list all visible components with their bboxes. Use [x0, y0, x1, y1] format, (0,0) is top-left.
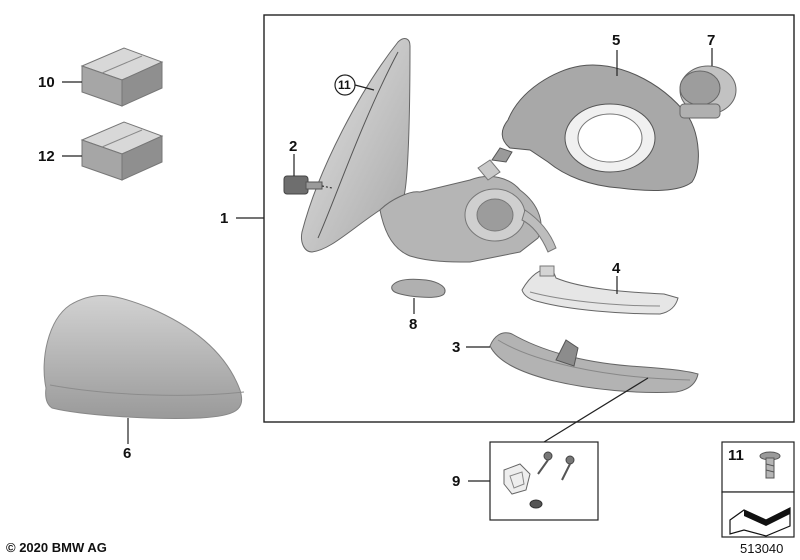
small-cover-part-8 [391, 278, 446, 298]
callout-label-5: 5 [612, 32, 621, 49]
mirror-cap-part-6 [43, 295, 245, 419]
callout-label-3: 3 [452, 339, 461, 356]
mirror-glass-part [301, 38, 411, 253]
copyright-text: © 2020 BMW AG [6, 540, 107, 555]
arrow-symbol-icon [729, 507, 791, 537]
mirror-base-part [379, 159, 557, 263]
leader-line-11 [354, 84, 375, 91]
callout-label-12: 12 [38, 148, 55, 165]
housing-frame-part-5 [491, 64, 699, 191]
callout-label-10: 10 [38, 74, 55, 91]
callout-label-2: 2 [289, 138, 298, 155]
clip-set-icon [503, 451, 575, 509]
motor-part-7 [679, 65, 737, 119]
callout-label-11-box: 11 [728, 447, 744, 464]
diagram-number: 513040 [740, 541, 784, 556]
turn-signal-part-4 [521, 265, 679, 315]
callout-label-1: 1 [220, 210, 229, 227]
connector-part-2 [283, 175, 333, 195]
callout-label-11-circled: 11 [338, 78, 351, 92]
callout-label-6: 6 [123, 445, 132, 462]
callout-label-4: 4 [612, 260, 621, 277]
package-icon-12 [80, 121, 164, 181]
callout-label-8: 8 [409, 316, 418, 333]
callout-label-7: 7 [707, 32, 716, 49]
screw-icon [759, 451, 781, 479]
package-icon-10 [80, 47, 164, 107]
lower-cover-part-3 [489, 332, 699, 393]
callout-label-9: 9 [452, 473, 461, 490]
leader-line-9-to-part [543, 377, 649, 443]
screw-box-11 [721, 441, 795, 493]
